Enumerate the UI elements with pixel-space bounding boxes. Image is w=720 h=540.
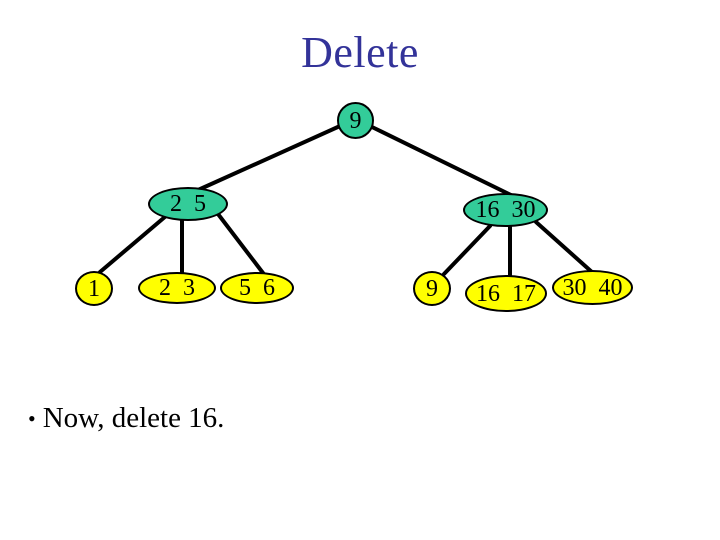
tree-leaf-5-6: 5 6 <box>220 272 294 304</box>
slide-title: Delete <box>301 28 419 77</box>
node-label: 9 <box>349 107 362 134</box>
edge-right-internal-to-leaf-9 <box>442 224 492 276</box>
node-label: 1 <box>88 275 100 302</box>
bullet-text: Now, delete 16. <box>42 402 225 434</box>
tree-node-internal-2-5: 2 5 <box>148 187 228 221</box>
tree-leaf-16-17: 16 17 <box>465 275 547 312</box>
edge-root-to-right-internal <box>370 125 515 198</box>
node-label: 30 40 <box>562 274 623 301</box>
node-label: 2 3 <box>159 275 195 301</box>
node-label: 9 <box>426 275 438 302</box>
node-label: 2 5 <box>170 191 206 217</box>
edge-root-to-left-internal <box>196 124 342 192</box>
node-label: 16 30 <box>475 197 536 223</box>
tree-node-root-9: 9 <box>337 102 374 139</box>
edge-right-internal-to-leaf-3040 <box>534 220 595 275</box>
tree-node-internal-16-30: 16 30 <box>463 193 548 227</box>
bullet-line: • Now, delete 16. <box>28 402 225 435</box>
tree-leaf-30-40: 30 40 <box>552 270 633 305</box>
tree-leaf-1: 1 <box>75 271 113 306</box>
tree-leaf-2-3: 2 3 <box>138 272 216 304</box>
tree-leaf-9: 9 <box>413 271 451 306</box>
edge-left-internal-to-leaf-56 <box>216 212 265 275</box>
bullet-marker: • <box>28 405 36 431</box>
edge-left-internal-to-leaf-1 <box>98 214 168 274</box>
node-label: 5 6 <box>239 275 275 301</box>
node-label: 16 17 <box>476 280 536 307</box>
